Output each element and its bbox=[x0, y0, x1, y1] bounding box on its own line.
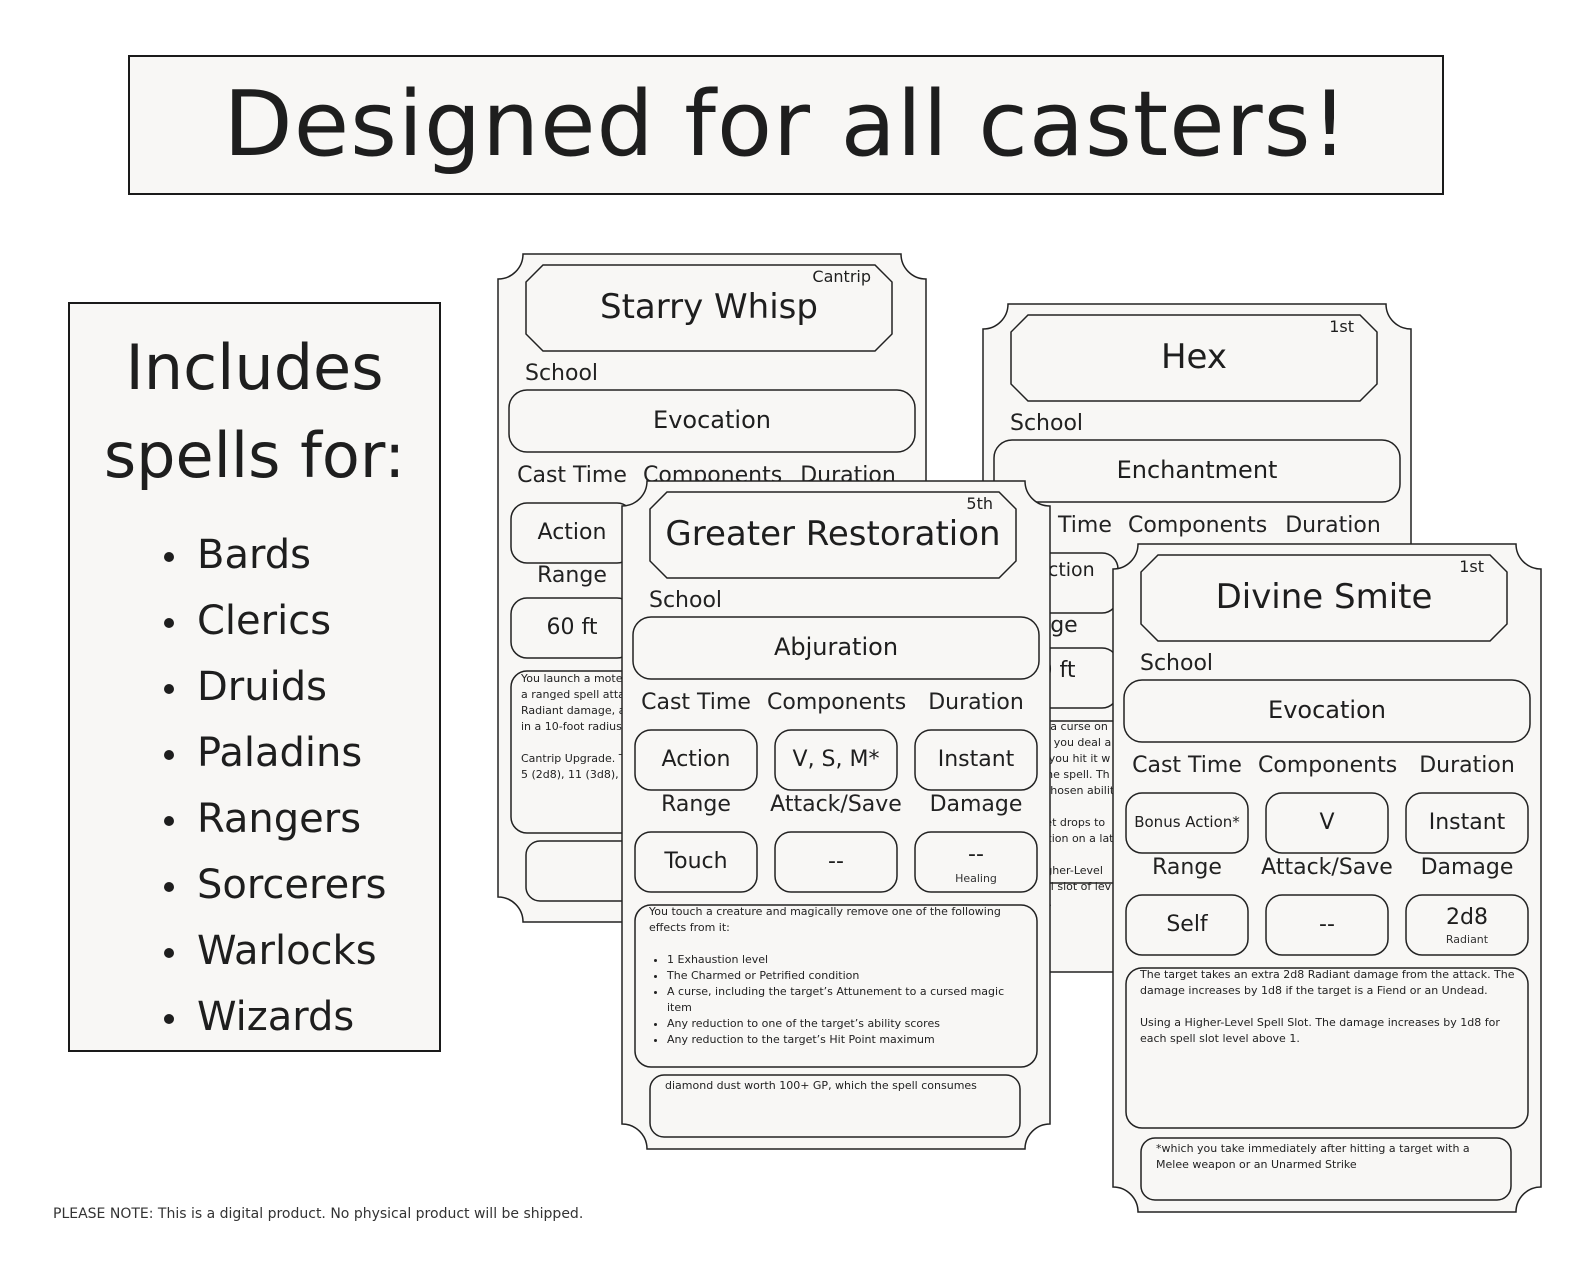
components-value: V, S, M* bbox=[792, 747, 880, 772]
spell-level: 1st bbox=[1459, 557, 1484, 576]
spell-name: Hex bbox=[1160, 337, 1227, 377]
desc-line: rget drops to bbox=[1034, 816, 1106, 829]
desc-line: a ranged spell atta bbox=[521, 688, 625, 701]
duration-label: Duration bbox=[1285, 513, 1381, 538]
duration-value: Instant bbox=[1428, 810, 1506, 835]
school-label: School bbox=[1140, 651, 1214, 676]
includes-heading: Includes spells for: bbox=[70, 324, 439, 500]
class-item: Paladins bbox=[164, 720, 439, 786]
spell-description: You launch a mote a ranged spell atta Ra… bbox=[521, 671, 671, 783]
desc-line: e chosen abilit bbox=[1034, 784, 1115, 797]
desc-paragraph: The target takes an extra 2d8 Radiant da… bbox=[1140, 968, 1515, 997]
duration-value: Instant bbox=[937, 747, 1015, 772]
desc-paragraph: Using a Higher-Level Spell Slot. The dam… bbox=[1140, 1016, 1500, 1045]
desc-line: ce a curse on bbox=[1034, 720, 1108, 733]
spell-level: 1st bbox=[1329, 317, 1354, 336]
cast-time-value: Action bbox=[661, 747, 731, 772]
spell-card-greater-restoration: 5th Greater Restoration School Abjuratio… bbox=[621, 480, 1051, 1150]
school-label: School bbox=[649, 588, 723, 613]
components-label: Components bbox=[767, 690, 907, 715]
range-label: Range bbox=[1152, 855, 1222, 880]
class-item: Sorcerers bbox=[164, 852, 439, 918]
spell-level: Cantrip bbox=[812, 267, 871, 286]
desc-line: You launch a mote bbox=[521, 672, 623, 685]
page-title: Designed for all casters! bbox=[223, 72, 1349, 177]
desc-list-item: 1 Exhaustion level bbox=[667, 952, 1019, 968]
cast-time-label: Cast Time bbox=[1132, 753, 1242, 778]
desc-list-item: Any reduction to the target’s Hit Point … bbox=[667, 1032, 1019, 1048]
desc-list-item: A curse, including the target’s Attuneme… bbox=[667, 984, 1019, 1016]
class-item: Clerics bbox=[164, 588, 439, 654]
desc-line: pell slot of lev bbox=[1034, 880, 1112, 893]
desc-line: Action on a lat bbox=[1034, 832, 1114, 845]
desc-list-item: The Charmed or Petrified condition bbox=[667, 968, 1019, 984]
school-label: School bbox=[1010, 411, 1084, 436]
desc-intro: You touch a creature and magically remov… bbox=[649, 905, 1001, 934]
range-value: Self bbox=[1166, 912, 1208, 937]
includes-panel: Includes spells for: Bards Clerics Druid… bbox=[68, 302, 441, 1052]
spell-level: 5th bbox=[966, 494, 993, 513]
class-item: Druids bbox=[164, 654, 439, 720]
damage-type: Radiant bbox=[1445, 933, 1489, 946]
desc-line: 5 (2d8), 11 (3d8), bbox=[521, 768, 619, 781]
cast-time-value: Bonus Action* bbox=[1134, 813, 1240, 831]
desc-list-item: Any reduction to one of the target’s abi… bbox=[667, 1016, 1019, 1032]
class-item: Rangers bbox=[164, 786, 439, 852]
includes-heading-line2: spells for: bbox=[103, 419, 406, 492]
class-item: Warlocks bbox=[164, 918, 439, 984]
duration-label: Duration bbox=[1419, 753, 1515, 778]
damage-label: Damage bbox=[929, 792, 1023, 817]
desc-line: Radiant damage, a bbox=[521, 704, 626, 717]
desc-line: ds, you deal a bbox=[1034, 736, 1112, 749]
spell-name: Starry Whisp bbox=[600, 287, 818, 327]
range-label: Range bbox=[661, 792, 731, 817]
desc-line: t the spell. Th bbox=[1034, 768, 1110, 781]
class-item: Wizards bbox=[164, 984, 439, 1050]
damage-value: -- bbox=[968, 842, 984, 867]
components-value: V bbox=[1319, 810, 1335, 835]
duration-label: Duration bbox=[928, 690, 1024, 715]
material-component: diamond dust worth 100+ GP, which the sp… bbox=[665, 1079, 977, 1092]
attack-save-label: Attack/Save bbox=[770, 792, 902, 817]
cast-time-label: Cast Time bbox=[641, 690, 751, 715]
damage-type: Healing bbox=[955, 872, 997, 885]
attack-save-value: -- bbox=[828, 849, 844, 874]
range-value: Touch bbox=[664, 849, 728, 874]
components-label: Components bbox=[1258, 753, 1398, 778]
components-label: Components bbox=[1128, 513, 1268, 538]
school-label: School bbox=[525, 361, 599, 386]
school-value: Enchantment bbox=[1116, 456, 1278, 484]
class-list: Bards Clerics Druids Paladins Rangers So… bbox=[70, 522, 439, 1050]
damage-label: Damage bbox=[1420, 855, 1514, 880]
desc-line: Higher-Level bbox=[1034, 864, 1103, 877]
range-label: Range bbox=[537, 563, 607, 588]
spell-description: You touch a creature and magically remov… bbox=[649, 904, 1019, 1048]
school-value: Evocation bbox=[1268, 696, 1386, 724]
desc-line: in a 10-foot radius bbox=[521, 720, 622, 733]
desc-line: er you hit it w bbox=[1034, 752, 1111, 765]
range-value: 60 ft bbox=[546, 615, 598, 640]
spell-name: Greater Restoration bbox=[665, 514, 1001, 554]
cast-time-value: Action bbox=[537, 520, 607, 545]
school-value: Abjuration bbox=[773, 633, 899, 661]
damage-value: 2d8 bbox=[1446, 905, 1488, 930]
spell-name: Divine Smite bbox=[1215, 577, 1433, 617]
includes-heading-line1: Includes bbox=[125, 331, 384, 404]
spell-description: The target takes an extra 2d8 Radiant da… bbox=[1140, 967, 1520, 1047]
class-item: Bards bbox=[164, 522, 439, 588]
disclaimer-note: PLEASE NOTE: This is a digital product. … bbox=[53, 1206, 584, 1222]
attack-save-label: Attack/Save bbox=[1261, 855, 1393, 880]
school-value: Evocation bbox=[653, 406, 771, 434]
card-frame bbox=[1112, 543, 1542, 1213]
cast-time-label: Cast Time bbox=[517, 463, 627, 488]
casting-note: *which you take immediately after hittin… bbox=[1156, 1142, 1470, 1171]
attack-save-value: -- bbox=[1319, 912, 1335, 937]
spell-card-divine-smite: 1st Divine Smite School Evocation Cast T… bbox=[1112, 543, 1542, 1213]
card-frame bbox=[621, 480, 1051, 1150]
page-title-box: Designed for all casters! bbox=[128, 55, 1444, 195]
desc-line: Cantrip Upgrade. T bbox=[521, 752, 626, 765]
